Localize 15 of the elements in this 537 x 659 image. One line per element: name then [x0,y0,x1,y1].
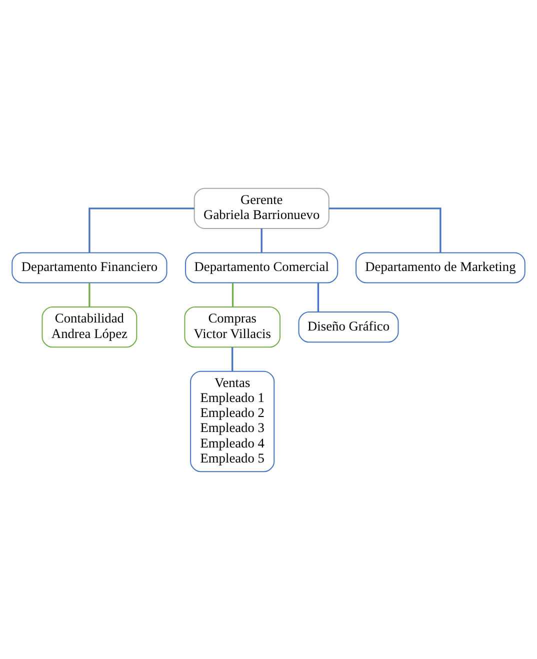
connector [88,282,90,306]
connector [88,207,194,252]
node-box: Gerente Gabriela Barrionuevo [194,187,330,228]
connector [260,228,262,252]
node-box: Departamento de Marketing [356,252,526,283]
node-box: Diseño Gráfico [298,311,399,342]
connector [328,207,442,252]
connector [232,346,234,371]
connector [232,282,234,306]
node-box: Compras Victor Villacis [184,306,280,348]
node-box: Departamento Financiero [12,252,168,283]
connector [317,282,320,312]
node-box: Ventas Empleado 1 Empleado 2 Empleado 3 Empleado 4 Empleado 5 [190,370,275,472]
node-box: Contabilidad Andrea López [42,306,138,348]
node-box: Departamento Comercial [185,252,338,283]
